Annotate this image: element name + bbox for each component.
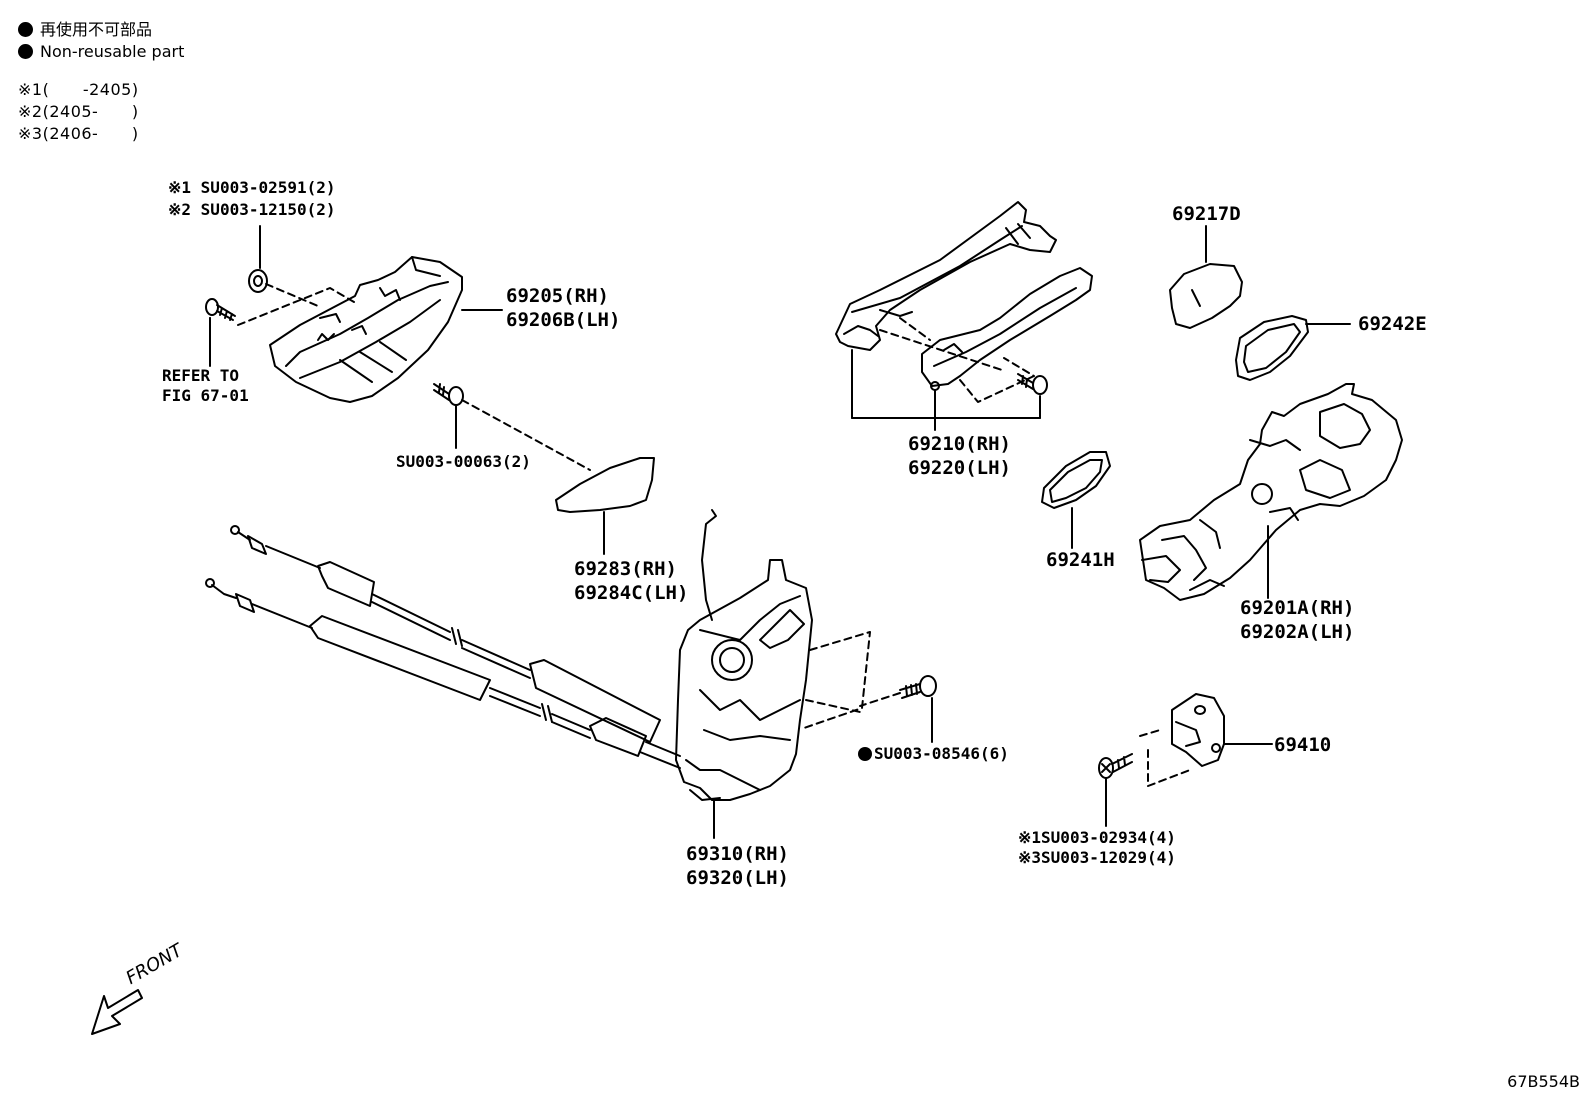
outside-handle-icon [835,201,1057,419]
lock-screw-dash [803,631,871,729]
lock-screw-text: SU003-08546(6) [874,744,1009,763]
refer-line-1: REFER TO [162,366,240,385]
callout-pad-rear: 69242E [1358,313,1427,335]
non-reusable-dot-icon [18,22,33,37]
callout-frame-bolt-2: ※2 SU003-12150(2) [168,200,336,219]
front-arrow-icon [91,989,143,1035]
callout-handle-frame-lh: 69202A(LH) [1240,621,1355,643]
frame-bolt-dash [265,283,319,307]
screw-to-plate-dash [461,399,591,471]
striker-screw-icon [1098,753,1133,827]
non-reusable-dot-icon [18,44,33,59]
callout-striker-screw-1: ※1SU003-02934(4) [1018,828,1176,847]
lock-cables-icon [205,525,681,769]
cover-plate-icon [555,457,655,513]
inside-frame-icon [269,256,463,403]
callout-handle-frame-rh: 69201A(RH) [1240,597,1355,619]
variant-range: ( -2405) [42,80,139,99]
door-lock-icon [675,509,813,839]
frame-bolt-icon [248,225,268,293]
callout-frame-bolt-1: ※1 SU003-02591(2) [168,178,336,197]
legend-en-text: Non-reusable part [40,42,185,61]
legend-jp-text: 再使用不可部品 [40,20,153,39]
figure-code: 67B554B [1507,1072,1580,1091]
callout-handle-lh: 69220(LH) [908,457,1011,479]
pad-front-icon [1041,451,1111,549]
variant-3: ※3(2406- ) [18,124,139,143]
striker-icon [1171,693,1273,767]
variant-mark: ※1 [18,80,43,99]
callout-cover-plate-lh: 69284C(LH) [574,582,689,604]
callout-cap: 69217D [1172,203,1241,225]
lock-screw-icon [899,675,937,743]
callout-striker-screw-3: ※3SU003-12029(4) [1018,848,1176,867]
callout-frame-lh: 69206B(LH) [506,309,621,331]
cap-icon [1169,263,1243,329]
variant-2: ※2(2405- ) [18,102,139,121]
variant-range: (2406- ) [42,124,139,143]
refer-line-2: FIG 67-01 [162,386,249,405]
striker-dash [1139,729,1191,787]
callout-lock-screw: SU003-08546(6) [858,744,1009,764]
callout-lock-lh: 69320(LH) [686,867,789,889]
callout-pad-front: 69241H [1046,549,1115,571]
variant-range: (2405- ) [42,102,139,121]
callout-frame-rh: 69205(RH) [506,285,609,307]
legend-non-reusable-jp: 再使用不可部品 [18,16,152,40]
callout-lock-rh: 69310(RH) [686,843,789,865]
variant-mark: ※2 [18,102,43,121]
variant-mark: ※3 [18,124,43,143]
callout-frame-screw: SU003-00063(2) [396,452,531,471]
handle-frame-icon [1139,383,1403,601]
handle-pad-icon [921,267,1093,431]
pad-rear-icon [1235,315,1351,381]
callout-striker: 69410 [1274,734,1332,756]
legend-non-reusable-en: Non-reusable part [18,42,184,61]
handle-screw-icon [1017,373,1048,395]
frame-screw-icon [433,383,464,449]
frame-screw-dash [237,287,355,326]
handle-dash [879,317,1035,403]
callout-cover-plate-rh: 69283(RH) [574,558,677,580]
variant-1: ※1( -2405) [18,80,139,99]
callout-handle-rh: 69210(RH) [908,433,1011,455]
non-reusable-dot-icon [858,747,872,761]
